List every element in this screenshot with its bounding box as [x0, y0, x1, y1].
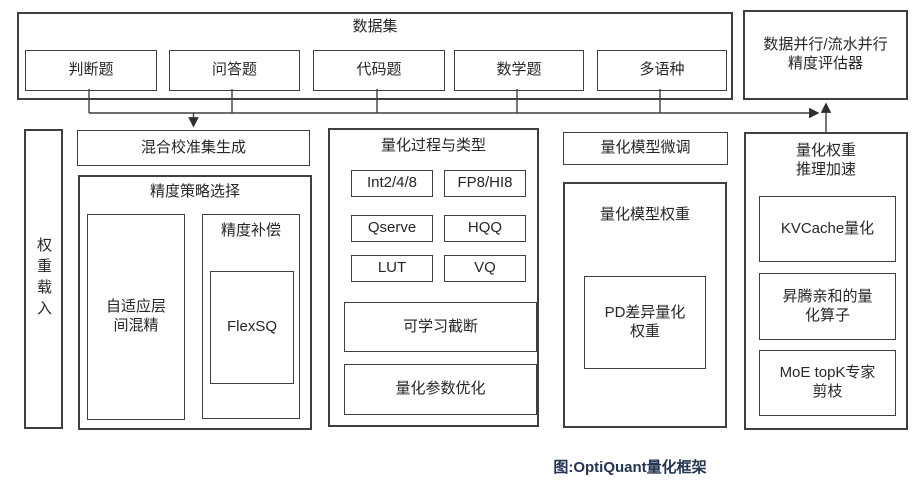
quant-type-vq: VQ — [444, 255, 526, 282]
finetune-label: 量化模型微调 — [600, 139, 691, 157]
datasets-panel: 数据集 判断题 问答题 代码题 数学题 多语种 — [17, 12, 733, 100]
inference-accel-title: 量化权重 推理加速 — [795, 142, 856, 178]
weight-load-label: 权重载入 — [35, 237, 52, 321]
learnable-truncation-box: 可学习截断 — [344, 302, 537, 352]
quant-type-lut: LUT — [351, 255, 433, 282]
quant-type-hqq: HQQ — [444, 215, 526, 242]
dataset-item-label: 代码题 — [356, 61, 402, 79]
model-weights-title: 量化模型权重 — [599, 206, 690, 223]
quant-type-int248: Int2/4/8 — [351, 170, 433, 197]
model-weights-panel: 量化模型权重 PD差异量化 权重 — [563, 182, 727, 428]
evaluator-label: 数据并行/流水并行 精度评估器 — [763, 36, 888, 72]
pd-diff-weights-label: PD差异量化 权重 — [604, 303, 686, 340]
dataset-item-math: 数学题 — [454, 50, 584, 91]
calibration-label: 混合校准集生成 — [140, 138, 246, 156]
pd-diff-weights-box: PD差异量化 权重 — [584, 276, 706, 369]
evaluator-panel: 数据并行/流水并行 精度评估器 — [743, 10, 908, 100]
dataset-item-code: 代码题 — [313, 50, 445, 91]
param-optimization-box: 量化参数优化 — [344, 364, 537, 415]
quant-type-label: VQ — [474, 259, 496, 277]
quant-process-title: 量化过程与类型 — [380, 137, 486, 154]
dataset-item-label: 多语种 — [639, 61, 685, 79]
learnable-truncation-label: 可学习截断 — [402, 317, 478, 335]
dataset-item-qa: 问答题 — [169, 50, 300, 91]
quant-type-label: FP8/HI8 — [457, 174, 513, 192]
ascend-operators-box: 昇腾亲和的量 化算子 — [759, 273, 896, 340]
flexsq-box: FlexSQ — [210, 271, 294, 384]
quant-type-label: HQQ — [467, 219, 503, 237]
kvcache-quant-box: KVCache量化 — [759, 196, 896, 262]
quant-type-qserve: Qserve — [351, 215, 433, 242]
inference-accel-panel: 量化权重 推理加速 KVCache量化 昇腾亲和的量 化算子 MoE topK专… — [744, 132, 908, 430]
dataset-item-judgment: 判断题 — [25, 50, 157, 91]
figure-caption: 图:OptiQuant量化框架 — [553, 459, 707, 476]
flexsq-label: FlexSQ — [226, 318, 277, 336]
moe-topk-pruning-box: MoE topK专家 剪枝 — [759, 350, 896, 416]
strategy-panel: 精度策略选择 自适应层 间混精 精度补偿 FlexSQ — [78, 175, 312, 430]
dataset-item-label: 判断题 — [68, 61, 114, 79]
dataset-item-label: 数学题 — [496, 61, 542, 79]
precision-compensation-label: 精度补偿 — [220, 222, 281, 239]
weight-load-bar: 权重载入 — [24, 129, 63, 429]
ascend-operators-label: 昇腾亲和的量 化算子 — [782, 287, 873, 324]
dataset-item-label: 问答题 — [211, 61, 257, 79]
kvcache-quant-label: KVCache量化 — [780, 219, 875, 237]
quant-type-label: Qserve — [367, 219, 417, 237]
adaptive-mixed-precision-label: 自适应层 间混精 — [105, 298, 166, 334]
quant-type-label: LUT — [377, 259, 407, 277]
adaptive-mixed-precision-box: 自适应层 间混精 — [87, 214, 185, 420]
finetune-box: 量化模型微调 — [563, 132, 728, 165]
quant-type-fp8hi8: FP8/HI8 — [444, 170, 526, 197]
strategy-title: 精度策略选择 — [149, 183, 240, 200]
param-optimization-label: 量化参数优化 — [395, 380, 486, 398]
calibration-box: 混合校准集生成 — [77, 130, 310, 166]
quant-process-panel: 量化过程与类型 Int2/4/8 FP8/HI8 Qserve HQQ LUT … — [328, 128, 539, 427]
datasets-title: 数据集 — [352, 18, 398, 35]
precision-compensation-box: 精度补偿 FlexSQ — [202, 214, 300, 419]
dataset-item-multilingual: 多语种 — [597, 50, 727, 91]
quant-type-label: Int2/4/8 — [366, 174, 418, 192]
moe-topk-pruning-label: MoE topK专家 剪枝 — [779, 364, 876, 400]
